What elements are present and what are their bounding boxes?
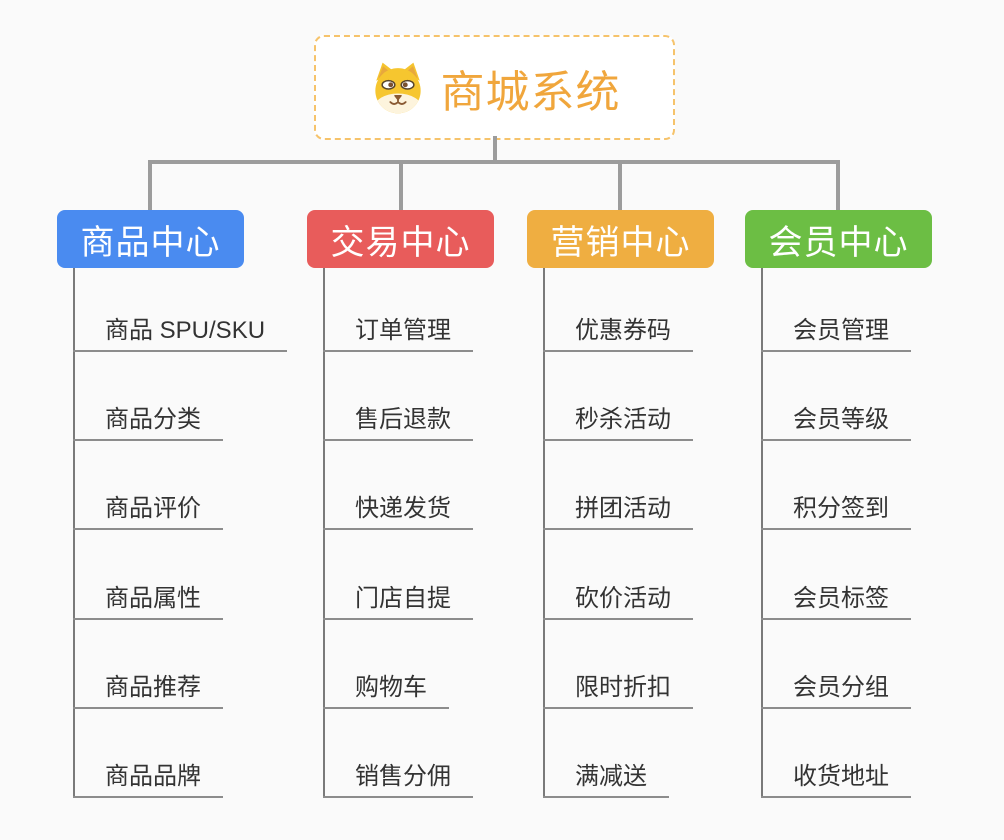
connector-drop-product [148,160,152,210]
topic-node[interactable]: 会员标签 [761,584,911,620]
topic-node[interactable]: 优惠券码 [543,316,693,352]
topic-node[interactable]: 会员管理 [761,316,911,352]
connector-drop-marketing [618,160,622,210]
topic-node[interactable]: 积分签到 [761,494,911,530]
topic-node[interactable]: 会员分组 [761,673,911,709]
topic-node[interactable]: 销售分佣 [323,762,473,798]
topic-node[interactable]: 商品 SPU/SKU [73,316,288,352]
dog-face-icon [374,62,421,113]
branch-product-center: 商品中心 商品 SPU/SKU 商品分类 商品评价 商品属性 商品推荐 商品品牌 [57,210,288,810]
branch-trunk-line [73,268,75,798]
topic-node[interactable]: 砍价活动 [543,584,693,620]
topic-node[interactable]: 商品品牌 [73,762,223,798]
topic-node[interactable]: 商品属性 [73,584,223,620]
topic-node[interactable]: 购物车 [323,673,449,709]
topic-node[interactable]: 门店自提 [323,584,473,620]
topic-node[interactable]: 拼团活动 [543,494,693,530]
topic-node[interactable]: 商品推荐 [73,673,223,709]
branch-trunk-line [543,268,545,798]
topic-node[interactable]: 商品评价 [73,494,223,530]
connector-root-stub [493,136,497,162]
topic-node[interactable]: 限时折扣 [543,673,693,709]
branch-trade-center: 交易中心 订单管理 售后退款 快递发货 门店自提 购物车 销售分佣 [307,210,494,810]
connector-drop-member [836,160,840,210]
branch-member-center: 会员中心 会员管理 会员等级 积分签到 会员标签 会员分组 收货地址 [745,210,932,810]
topic-node[interactable]: 商品分类 [73,405,223,441]
node-trade-center[interactable]: 交易中心 [307,210,494,268]
topic-node[interactable]: 满减送 [543,762,669,798]
topic-node[interactable]: 秒杀活动 [543,405,693,441]
branch-trunk-line [323,268,325,798]
branch-marketing-center: 营销中心 优惠券码 秒杀活动 拼团活动 砍价活动 限时折扣 满减送 [527,210,714,810]
node-product-center[interactable]: 商品中心 [57,210,244,268]
connector-drop-trade [399,160,403,210]
node-member-center[interactable]: 会员中心 [745,210,932,268]
topic-node[interactable]: 收货地址 [761,762,911,798]
node-marketing-center[interactable]: 营销中心 [527,210,714,268]
root-node-label: 商城系统 [440,67,621,117]
topic-node[interactable]: 会员等级 [761,405,911,441]
root-node[interactable]: 商城系统 [314,35,675,140]
topic-node[interactable]: 快递发货 [323,494,473,530]
connector-rail [148,160,840,164]
topic-node[interactable]: 订单管理 [323,316,473,352]
topic-node[interactable]: 售后退款 [323,405,473,441]
branch-trunk-line [761,268,763,798]
